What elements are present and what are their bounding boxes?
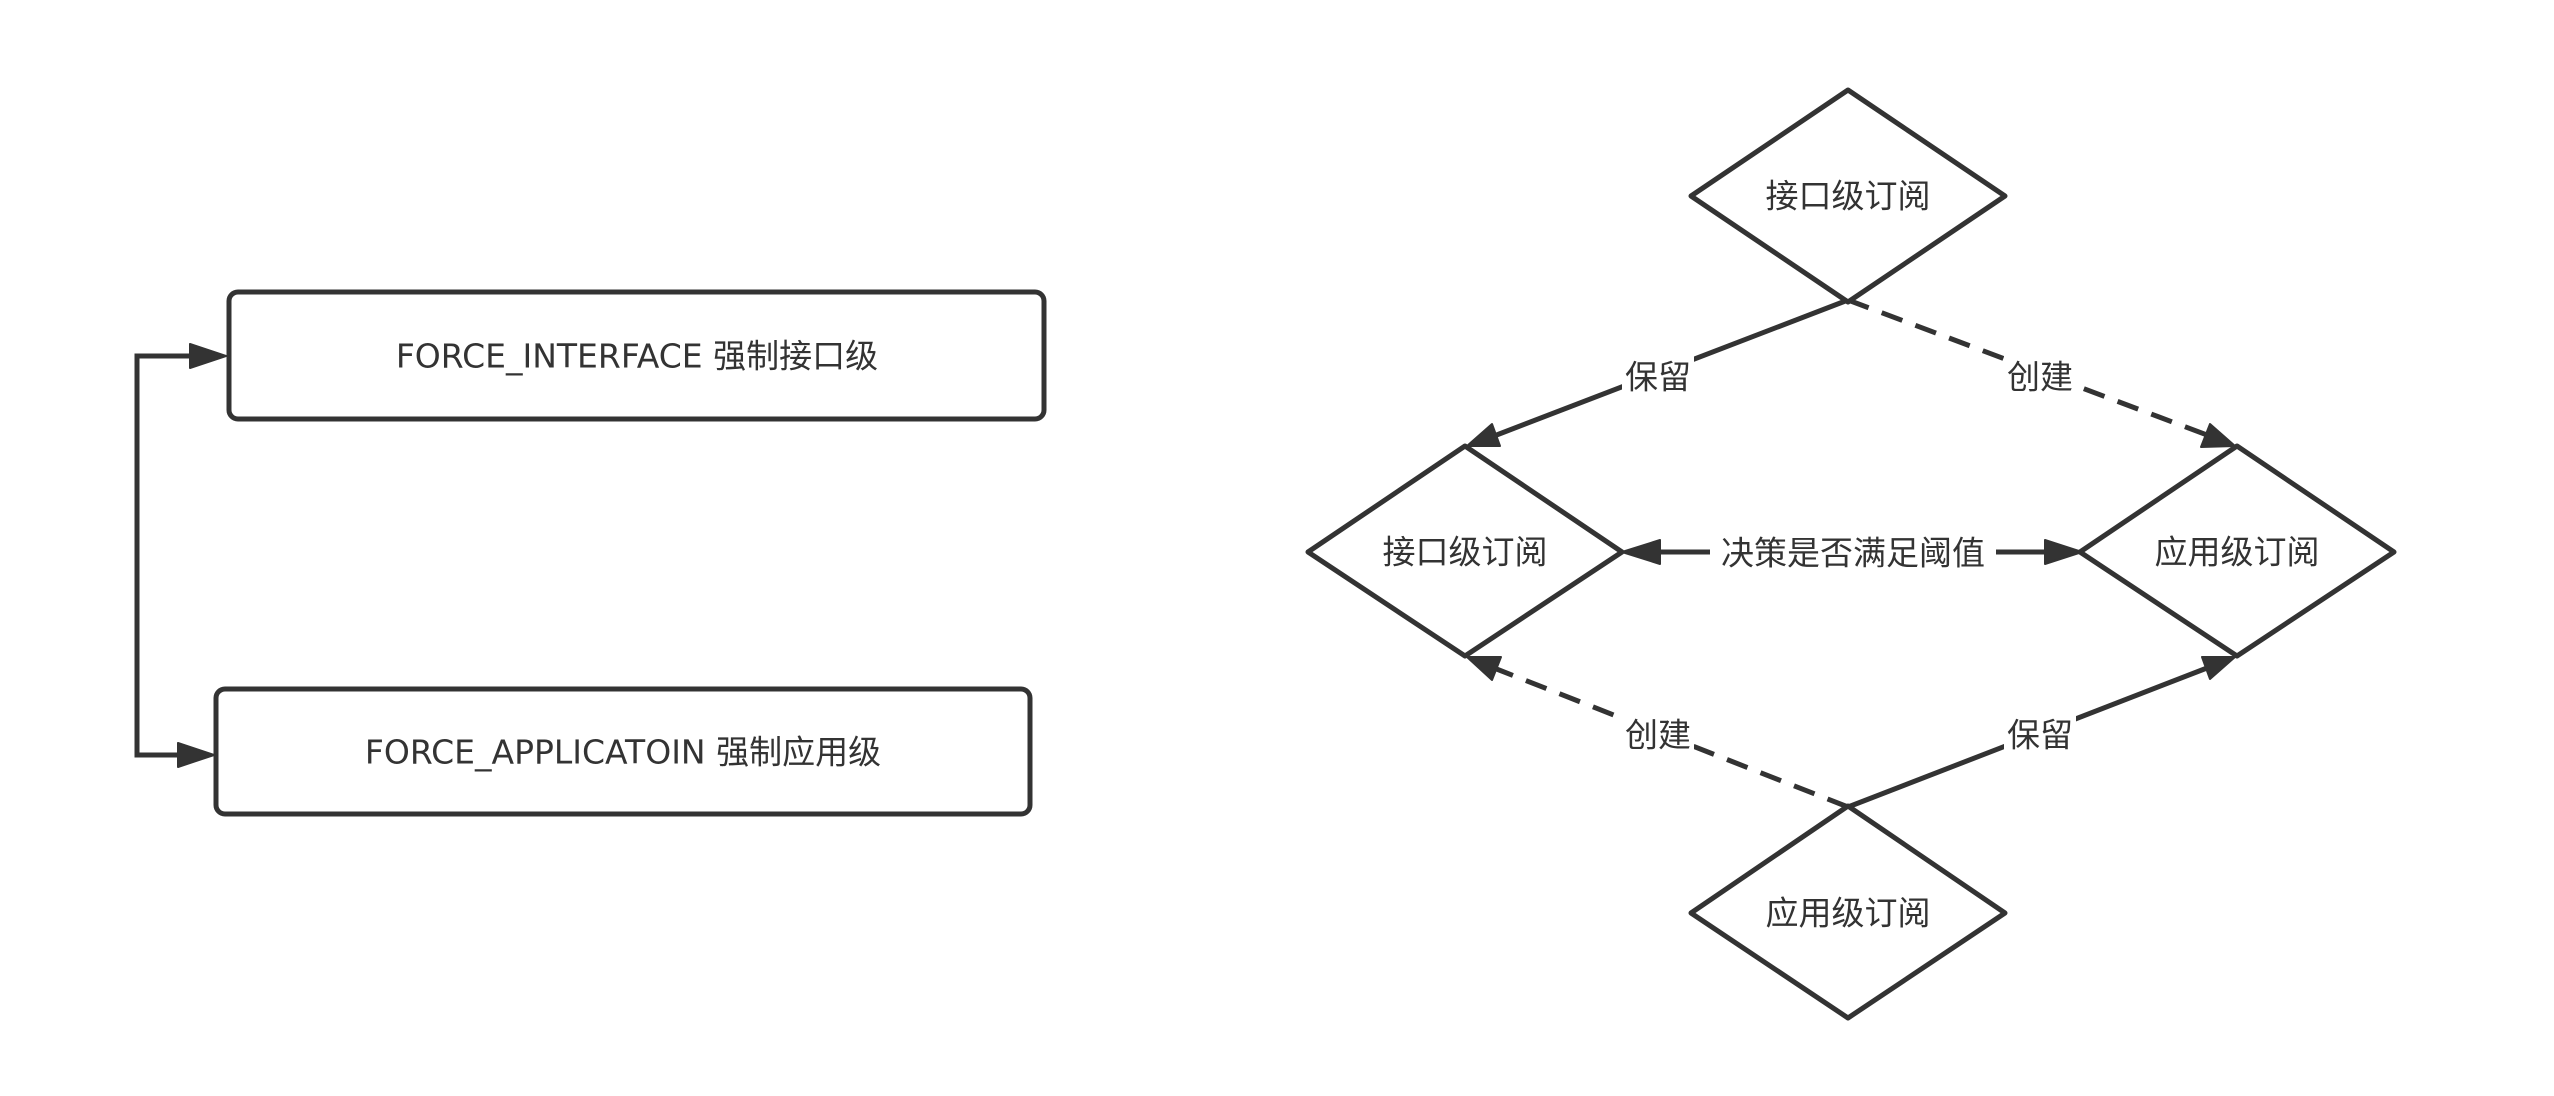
edge-label-middle: 决策是否满足阈值	[1710, 530, 1996, 574]
edge-label-bottom-right-text: 保留	[2007, 716, 2073, 755]
edge-label-top-right-text: 创建	[2007, 358, 2073, 397]
edge-label-bottom-right: 保留	[2004, 712, 2076, 756]
diamond-top-shape	[1688, 87, 2008, 305]
diamond-right-shape	[2077, 443, 2397, 659]
arrowhead-to-interface-box	[189, 343, 227, 369]
diamond-bottom-application-subscription[interactable]: 应用级订阅	[1688, 803, 2008, 1021]
edge-label-bottom-left: 创建	[1622, 712, 1694, 756]
arrowhead-bottom-to-right	[2201, 656, 2236, 680]
diamond-top-interface-subscription[interactable]: 接口级订阅	[1688, 87, 2008, 305]
edge-label-bottom-left-text: 创建	[1625, 716, 1691, 755]
edge-label-middle-text: 决策是否满足阈值	[1721, 534, 1985, 573]
diamond-bottom-shape	[1688, 803, 2008, 1021]
force-application-box[interactable]: FORCE_APPLICATOIN 强制应用级	[213, 686, 1033, 817]
arrowhead-top-to-right	[2200, 423, 2236, 448]
diamond-left-shape	[1305, 443, 1625, 659]
force-application-label: FORCE_APPLICATOIN 强制应用级	[365, 733, 881, 772]
edge-label-top-left: 保留	[1622, 354, 1694, 398]
force-interface-box[interactable]: FORCE_INTERFACE 强制接口级	[226, 289, 1047, 422]
edge-label-top-left-text: 保留	[1625, 358, 1691, 397]
diamond-top-label: 接口级订阅	[1766, 177, 1931, 216]
diamond-left-interface-subscription[interactable]: 接口级订阅	[1305, 443, 1625, 659]
arrowhead-middle-left	[1621, 539, 1661, 565]
diamond-right-application-subscription[interactable]: 应用级订阅	[2077, 443, 2397, 659]
arrowhead-to-application-box	[177, 742, 215, 768]
diamond-left-label: 接口级订阅	[1383, 533, 1548, 572]
edge-label-top-right: 创建	[2004, 354, 2076, 398]
force-interface-box-rect	[226, 289, 1047, 422]
arrowhead-middle-right	[2044, 539, 2083, 565]
arrowhead-top-to-left	[1466, 423, 1501, 447]
force-application-box-rect	[213, 686, 1033, 817]
diamond-bottom-label: 应用级订阅	[1766, 894, 1931, 933]
bracket-connector	[134, 353, 190, 758]
arrowhead-bottom-to-left	[1466, 656, 1502, 681]
diamond-right-label: 应用级订阅	[2155, 533, 2320, 572]
force-interface-label: FORCE_INTERFACE 强制接口级	[396, 337, 878, 376]
